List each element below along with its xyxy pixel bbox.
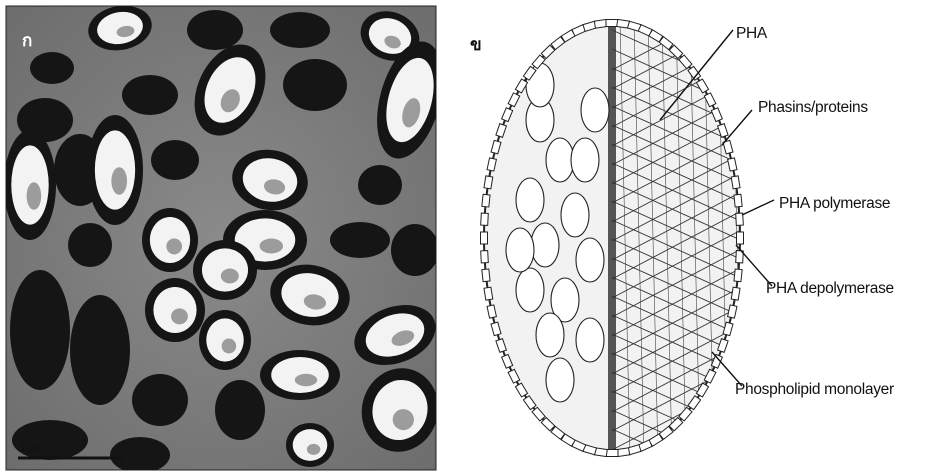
surface-block: [734, 269, 742, 282]
label-phospholipid-monolayer: Phospholipid monolayer: [735, 381, 894, 398]
surface-block: [606, 450, 618, 457]
pha-chain-oval: [531, 223, 559, 267]
bacterial-cell: [87, 115, 143, 225]
bacterial-cell: [132, 374, 188, 426]
surface-block: [617, 448, 630, 457]
pha-chain-oval: [576, 318, 604, 362]
bacterial-cell: [68, 223, 112, 267]
surface-block: [481, 232, 488, 244]
tem-micrograph: ก 1 µm: [4, 1, 455, 473]
label-pha: PHA: [736, 25, 768, 42]
surface-block: [731, 176, 740, 189]
bacterial-cell: [30, 52, 74, 84]
pha-chain-oval: [571, 138, 599, 182]
bacterial-cell: [199, 310, 251, 370]
surface-block: [606, 20, 618, 27]
pha-granule-diagram: ข PHA Phasins/proteins PHA polymerase PH…: [470, 0, 894, 473]
surface-block: [731, 287, 740, 300]
surface-block: [734, 194, 742, 207]
bacterial-cell: [142, 208, 198, 272]
surface-block: [481, 213, 489, 225]
bacterial-cell: [110, 437, 170, 473]
bacterial-cell: [70, 295, 130, 405]
bacterial-cell: [391, 224, 439, 276]
surface-block: [484, 287, 493, 300]
pha-chain-oval: [561, 193, 589, 237]
label-pha-depolymerase: PHA depolymerase: [766, 280, 894, 297]
pha-chain-oval: [536, 313, 564, 357]
pha-chain-oval: [576, 238, 604, 282]
bacterial-cell: [193, 240, 257, 300]
bacterial-cell: [358, 165, 402, 205]
pha-chain-oval: [581, 88, 609, 132]
pha-chain-oval: [516, 178, 544, 222]
bacterial-cell: [283, 59, 347, 111]
pha-chain-oval: [546, 358, 574, 402]
bacterial-cell: [122, 75, 178, 115]
bacterial-cell: [4, 130, 56, 240]
surface-block: [484, 176, 493, 189]
bacterial-cell: [151, 140, 199, 180]
pha-chain-oval: [546, 138, 574, 182]
surface-block: [481, 251, 489, 263]
panel-a-letter: ก: [22, 31, 32, 51]
bacterial-cell: [270, 12, 330, 48]
bacterial-cell: [215, 380, 265, 440]
surface-block: [482, 194, 490, 207]
pha-chain-oval: [506, 228, 534, 272]
label-phasins-proteins: Phasins/proteins: [758, 99, 868, 116]
bacterial-cell: [286, 423, 334, 467]
bacterial-cell: [145, 278, 205, 342]
surface-block: [482, 269, 490, 282]
surface-block: [594, 19, 607, 28]
pha-chain-oval: [516, 268, 544, 312]
granule-sphere: [481, 0, 746, 473]
label-pha-polymerase: PHA polymerase: [779, 195, 890, 212]
bacterial-cell: [12, 420, 88, 460]
surface-block: [737, 232, 744, 244]
scale-bar-label: 1 µm: [20, 442, 45, 454]
bacterial-cell: [10, 270, 70, 390]
panel-b-letter: ข: [470, 35, 482, 55]
bacterial-cell: [330, 222, 390, 258]
bacterial-cell: [187, 10, 243, 50]
bacterial-cell: [260, 350, 340, 400]
